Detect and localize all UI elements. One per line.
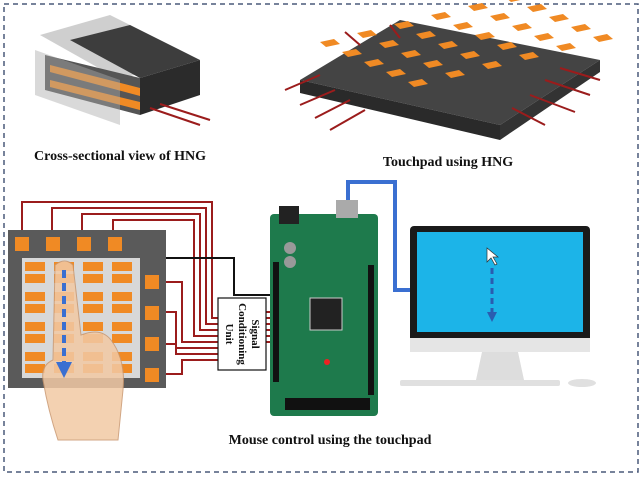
sensor-pad xyxy=(112,292,132,301)
iso-sensor-pad xyxy=(401,50,421,58)
iso-sensor-pad xyxy=(593,34,613,42)
iso-sensor-pad xyxy=(468,3,488,11)
usb-cable xyxy=(346,180,418,292)
iso-sensor-pad xyxy=(512,23,532,31)
sensor-pad xyxy=(25,274,45,283)
computer-monitor xyxy=(400,226,596,387)
mouse-control-caption: Mouse control using the touchpad xyxy=(229,433,432,448)
touchpad-3d-illustration xyxy=(284,0,613,140)
column-electrode xyxy=(77,237,91,251)
iso-sensor-pad xyxy=(497,42,517,50)
iso-sensor-pad xyxy=(423,60,443,68)
row-electrode xyxy=(145,337,159,351)
sensor-pad xyxy=(83,322,103,331)
iso-sensor-pad xyxy=(357,30,377,38)
row-electrode xyxy=(145,368,159,382)
row-electrode xyxy=(145,306,159,320)
sensor-pad xyxy=(83,304,103,313)
conditioning-label: Conditioning xyxy=(236,303,248,365)
column-electrode xyxy=(15,237,29,251)
down-arrow-icon xyxy=(487,312,497,322)
iso-sensor-pad xyxy=(475,32,495,40)
iso-sensor-pad xyxy=(490,13,510,21)
hand-illustration xyxy=(42,260,124,441)
sensor-pad xyxy=(112,274,132,283)
arduino-board xyxy=(270,200,378,416)
cursor-icon xyxy=(486,247,499,266)
sensor-pad xyxy=(112,304,132,313)
cross-section-caption: Cross-sectional view of HNG xyxy=(34,149,206,164)
sensor-pad xyxy=(25,352,45,361)
iso-sensor-pad xyxy=(556,43,576,51)
iso-sensor-pad xyxy=(416,31,436,39)
iso-sensor-pad xyxy=(549,14,569,22)
screen xyxy=(417,232,583,332)
sensor-pad xyxy=(112,322,132,331)
sensor-pad xyxy=(83,292,103,301)
column-electrode xyxy=(108,237,122,251)
signal-conditioning-unit: Signal Conditioning Unit xyxy=(217,297,267,371)
signal-label: Signal xyxy=(249,319,261,348)
iso-sensor-pad xyxy=(519,52,539,60)
iso-sensor-pad xyxy=(394,21,414,29)
sensor-pad xyxy=(83,274,103,283)
sensor-pad xyxy=(25,304,45,313)
iso-sensor-pad xyxy=(445,70,465,78)
row-electrode xyxy=(145,275,159,289)
iso-sensor-pad xyxy=(408,79,428,87)
down-arrow-icon xyxy=(56,362,72,378)
touchpad-caption: Touchpad using HNG xyxy=(383,155,513,170)
iso-sensor-pad xyxy=(431,12,451,20)
sensor-pad xyxy=(25,262,45,271)
iso-sensor-pad xyxy=(379,40,399,48)
iso-sensor-pad xyxy=(364,59,384,67)
iso-sensor-pad xyxy=(342,49,362,57)
unit-label: Unit xyxy=(223,324,235,345)
sensor-pad xyxy=(25,322,45,331)
iso-sensor-pad xyxy=(320,39,340,47)
iso-sensor-pad xyxy=(460,51,480,59)
iso-sensor-pad xyxy=(438,41,458,49)
iso-sensor-pad xyxy=(386,69,406,77)
sensor-pad xyxy=(25,364,45,373)
sensor-pad xyxy=(112,352,132,361)
sensor-pad xyxy=(25,334,45,343)
iso-sensor-pad xyxy=(527,4,547,12)
iso-sensor-pad xyxy=(508,0,521,2)
sensor-pad xyxy=(112,262,132,271)
sensor-pad xyxy=(112,334,132,343)
column-electrode xyxy=(46,237,60,251)
ground-wire xyxy=(140,257,275,296)
iso-sensor-pad xyxy=(482,61,502,69)
sensor-pad xyxy=(83,262,103,271)
iso-sensor-pad xyxy=(571,24,591,32)
iso-sensor-pad xyxy=(453,22,473,30)
sensor-pad xyxy=(25,292,45,301)
dashed-border xyxy=(3,3,639,473)
iso-sensor-pad xyxy=(534,33,554,41)
cross-section-illustration xyxy=(35,15,211,126)
